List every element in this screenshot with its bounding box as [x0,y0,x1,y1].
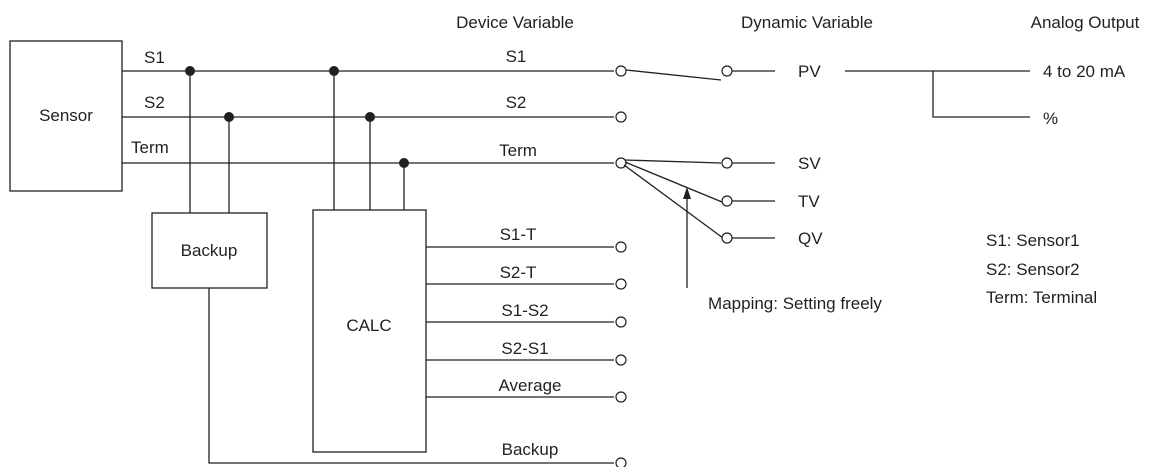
legend-s1: S1: Sensor1 [986,231,1080,250]
backup-block-label: Backup [181,241,238,260]
junction-dot [365,112,375,122]
dynamic-variable-terminal [721,65,733,77]
analog-output-current: 4 to 20 mA [1043,62,1126,81]
device-variable-terminal [615,111,627,123]
device-variable-terminal [615,65,627,77]
device-variable-s1-s2: S1-S2 [501,301,548,320]
junction-dot [399,158,409,168]
dynamic-variable-sv: SV [798,154,821,173]
analog-output-percent: % [1043,109,1058,128]
device-variable-terminal [615,316,627,328]
calc-block [312,209,427,453]
sv-mapping-line [624,159,722,164]
device-variable-s2: S2 [506,93,527,112]
junction-dot [329,66,339,76]
calc-block-label: CALC [346,316,391,335]
dynamic-variable-terminal [721,157,733,169]
qv-mapping-line [623,164,724,239]
tv-mapping-line [624,161,723,203]
device-variable-terminal [615,391,627,403]
sensor-block-label: Sensor [39,106,93,125]
device-variable-s1: S1 [506,47,527,66]
device-variable-terminal [615,457,627,467]
pv-mapping-switch [625,69,722,81]
backup-block [151,212,268,289]
dynamic-variable-tv: TV [798,192,820,211]
header-analog-output: Analog Output [1031,13,1140,32]
junction-dot [185,66,195,76]
device-variable-terminal [615,354,627,366]
junction-dot [224,112,234,122]
dynamic-variable-qv: QV [798,229,823,248]
dynamic-variable-terminal [721,232,733,244]
device-variable-average: Average [498,376,561,395]
device-variable-backup: Backup [502,440,559,459]
dynamic-variable-pv: PV [798,62,821,81]
backup-output-line [208,288,614,464]
dynamic-variable-terminal [721,195,733,207]
legend-term: Term: Terminal [986,288,1097,307]
sensor-block [9,40,123,192]
device-variable-term: Term [499,141,537,160]
sensor-line-label-s1: S1 [144,48,165,67]
device-variable-terminal [615,157,627,169]
mapping-note: Mapping: Setting freely [708,294,882,313]
device-variable-s2-s1: S2-S1 [501,339,548,358]
percent-output-line [932,71,1030,118]
device-variable-terminal [615,241,627,253]
sensor-line-label-term: Term [131,138,169,157]
header-device-variable: Device Variable [456,13,574,32]
sensor-line-label-s2: S2 [144,93,165,112]
device-variable-s2-t: S2-T [500,263,537,282]
mapping-arrowhead [683,187,691,199]
header-dynamic-variable: Dynamic Variable [741,13,873,32]
device-variable-terminal [615,278,627,290]
legend-s2: S2: Sensor2 [986,260,1080,279]
device-variable-s1-t: S1-T [500,225,537,244]
